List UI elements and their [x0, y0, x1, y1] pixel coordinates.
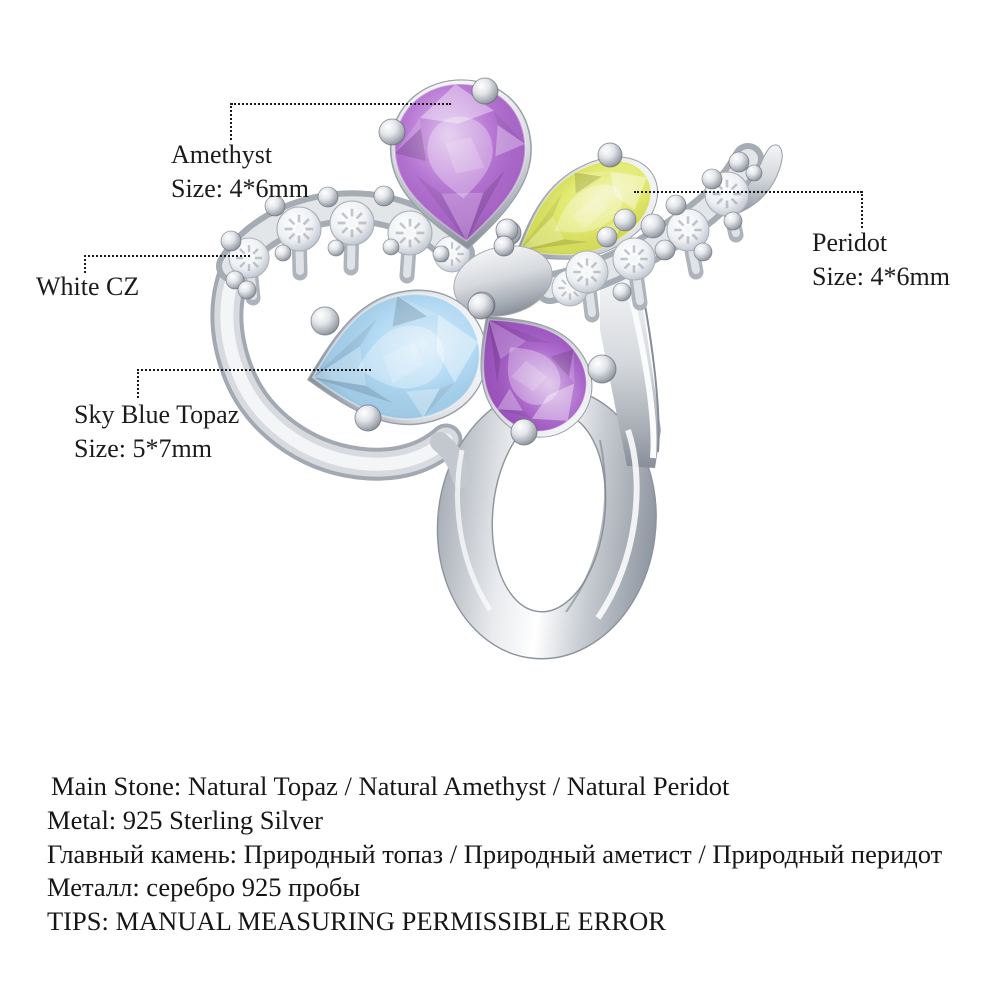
amethyst-label-size: Size: 4*6mm — [171, 174, 309, 203]
cz-prong-balls — [220, 151, 763, 302]
spec-main-stone: Main Stone: Natural Topaz / Natural Amet… — [51, 771, 730, 801]
peridot-label-size: Size: 4*6mm — [812, 262, 950, 291]
white-cz-label: White CZ — [36, 270, 139, 304]
topaz-label-size: Size: 5*7mm — [74, 434, 212, 463]
spec-main-stone-ru: Главный камень: Природный топаз / Природ… — [47, 838, 943, 869]
white-cz-callout-line — [84, 255, 250, 257]
amethyst-callout-line — [231, 103, 451, 105]
band-right-stem — [600, 274, 661, 468]
amethyst-label-name: Amethyst — [171, 140, 273, 169]
peridot-callout-line — [634, 191, 862, 193]
topaz-label-name: Sky Blue Topaz — [74, 400, 240, 429]
peridot-callout-tick — [861, 191, 863, 228]
band-c-curve — [210, 243, 463, 481]
topaz-label: Sky Blue Topaz Size: 5*7mm — [74, 398, 239, 466]
white-cz-label-name: White CZ — [36, 272, 140, 301]
amethyst-label: Amethyst Size: 4*6mm — [171, 138, 309, 206]
gem-prong-balls — [310, 77, 623, 446]
spec-metal-ru: Металл: серебро 925 пробы — [47, 872, 361, 903]
amethyst-callout-tick — [230, 103, 232, 140]
white-cz-callout-tick — [84, 255, 86, 273]
spec-metal: Metal: 925 Sterling Silver — [47, 804, 324, 835]
product-specs: Main Stone: Natural Topaz / Natural Amet… — [47, 770, 942, 939]
peridot-label-name: Peridot — [812, 228, 888, 257]
peridot-label: Peridot Size: 4*6mm — [812, 226, 950, 294]
topaz-callout-line — [137, 369, 371, 371]
ring-band-loop — [430, 274, 661, 660]
spec-tips: TIPS: MANUAL MEASURING PERMISSIBLE ERROR — [47, 906, 666, 937]
topaz-callout-tick — [137, 369, 139, 398]
